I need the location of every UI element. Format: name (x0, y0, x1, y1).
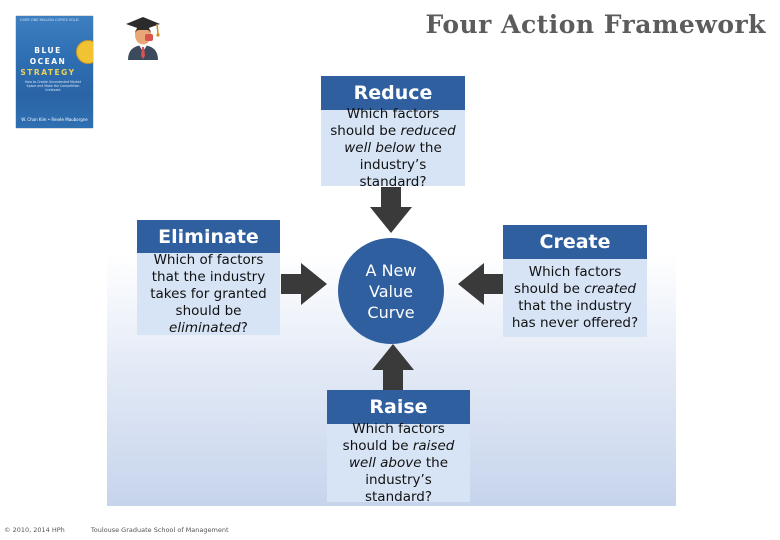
create-question-emphasis: created (584, 281, 636, 297)
book-top-line: OVER ONE MILLION COPIES SOLD (20, 18, 79, 22)
arrow-left-icon (458, 263, 504, 305)
reduce-header: Reduce (321, 76, 465, 110)
book-title-line-2: OCEAN (29, 57, 67, 66)
reduce-question-text-end: the industry’s standard? (359, 139, 442, 190)
eliminate-question-text: Which of factors that the industry takes… (150, 251, 267, 319)
book-cover-image: OVER ONE MILLION COPIES SOLD BLUE OCEAN … (16, 16, 93, 128)
slide-title: Four Action Framework (425, 10, 766, 39)
raise-header: Raise (327, 390, 470, 424)
arrow-right-icon (281, 263, 327, 305)
eliminate-header: Eliminate (137, 220, 280, 253)
footer-school: Toulouse Graduate School of Management (90, 526, 229, 534)
book-authors: W. Chan Kim • Renée Mauborgne (21, 117, 88, 122)
raise-question-text-end: the industry’s standard? (364, 454, 448, 505)
book-title-line-3: STRATEGY (20, 68, 76, 77)
footer-copyright: © 2010, 2014 HPh (4, 526, 65, 534)
create-question: Which factors should be created that the… (503, 259, 647, 337)
graduate-icon (126, 17, 160, 60)
eliminate-question: Which of factors that the industry takes… (137, 251, 280, 336)
eliminate-question-text-end: ? (240, 319, 248, 336)
value-curve-circle: A New Value Curve (338, 238, 444, 344)
eliminate-question-emphasis: eliminated (169, 319, 241, 336)
raise-question: Which factors should be raised well abov… (327, 420, 470, 505)
raise-box: Raise Which factors should be raised wel… (327, 390, 470, 505)
create-box: Create Which factors should be created t… (503, 225, 647, 337)
arrow-down-icon (370, 187, 412, 233)
create-question-text: Which factors should be (514, 264, 622, 297)
raise-question-emphasis: raised well above (349, 437, 455, 471)
create-question-text-end: that the industry has never offered? (511, 298, 639, 331)
reduce-box: Reduce Which factors should be reduced w… (321, 76, 465, 190)
reduce-question: Which factors should be reduced well bel… (321, 106, 465, 190)
arrow-up-icon (372, 344, 414, 390)
footer: © 2010, 2014 HPh Toulouse Graduate Schoo… (4, 526, 253, 534)
book-subtitle: How to Create Uncontested Market Space a… (25, 80, 81, 92)
raise-question-text: Which factors should be (342, 420, 445, 454)
reduce-question-text: Which factors should be (330, 105, 440, 139)
value-curve-label: A New Value Curve (365, 260, 417, 322)
book-badge-icon (76, 40, 93, 64)
eliminate-box: Eliminate Which of factors that the indu… (137, 220, 280, 336)
book-title-line-1: BLUE (34, 46, 62, 55)
reduce-question-emphasis: reduced well below (344, 122, 456, 156)
create-header: Create (503, 225, 647, 259)
